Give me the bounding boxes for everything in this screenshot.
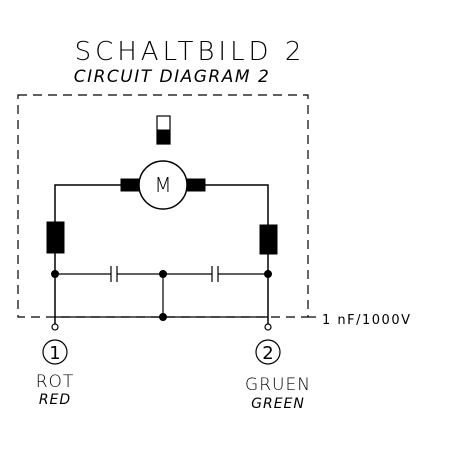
junction-dot — [159, 270, 167, 278]
capacitor-right — [211, 266, 219, 282]
junction-dot — [159, 313, 167, 321]
capacitor-left — [110, 266, 118, 282]
capacitor-rating: 1 nF/1000V — [322, 313, 411, 328]
terminal-2-number: 2 — [262, 343, 273, 364]
wiring — [54, 184, 269, 324]
diagram-title: SCHALTBILD 2 — [75, 37, 306, 67]
terminal-2-label-en: GREEN — [251, 396, 305, 412]
motor-brush-left — [120, 178, 140, 192]
terminal-2: 2 GRUEN GREEN — [245, 323, 311, 412]
motor: M — [120, 160, 206, 210]
motor-label: M — [154, 173, 171, 197]
terminal-1-number: 1 — [49, 343, 60, 364]
inductor-left — [46, 221, 65, 254]
junction-dot — [51, 270, 59, 278]
terminal-2-label: GRUEN — [245, 375, 311, 395]
terminal-1-connector — [51, 323, 59, 331]
terminal-1-label-en: RED — [39, 392, 71, 408]
terminal-1-label: ROT — [36, 372, 75, 392]
junction-dot — [264, 270, 272, 278]
inductor-right — [259, 224, 278, 255]
diagram-subtitle: CIRCUIT DIAGRAM 2 — [74, 67, 271, 87]
terminal-2-connector — [264, 323, 272, 331]
brush-symbol — [156, 115, 171, 145]
terminal-2-badge — [255, 339, 281, 365]
motor-brush-right — [186, 178, 206, 192]
terminal-1: 1 ROT RED — [36, 323, 75, 408]
terminal-1-badge — [42, 339, 68, 365]
